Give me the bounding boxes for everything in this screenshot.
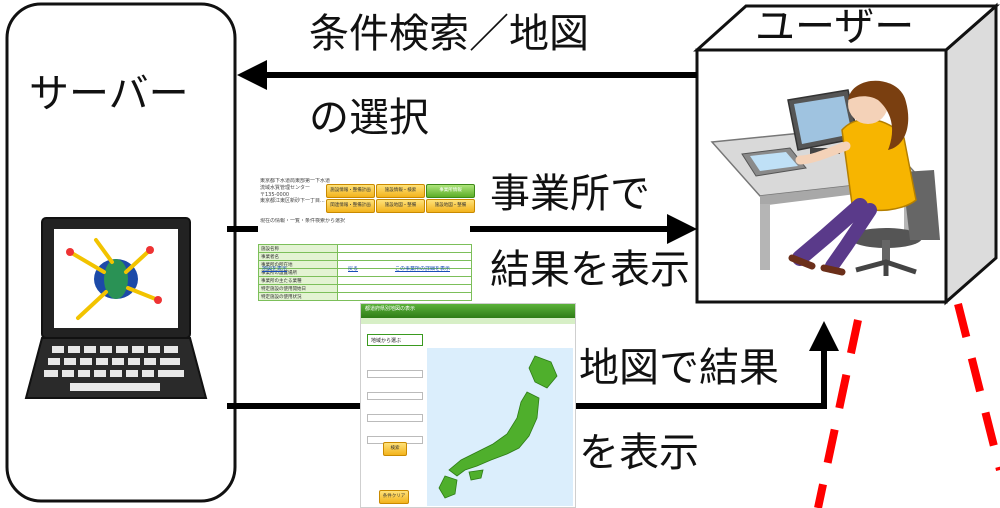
- office-header-line: 流域水質管理センター: [260, 184, 311, 191]
- office-button[interactable]: 施設地図・整備: [426, 199, 475, 213]
- search-flow-label-1: 条件検索／地図: [309, 11, 589, 57]
- map-search-button[interactable]: 検索: [383, 442, 407, 456]
- map-title: 都道府県別地図の表示: [365, 306, 416, 312]
- office-link-right[interactable]: この事業所の詳細を表示: [395, 266, 451, 272]
- arrow-map: [576, 321, 839, 409]
- table-row: 特定施設の使用状況: [258, 292, 472, 301]
- cube-side: [944, 2, 998, 306]
- table-value: [337, 292, 472, 301]
- office-button[interactable]: 施設地図・整備: [376, 199, 425, 213]
- filter-row[interactable]: [367, 414, 423, 422]
- table-value: [337, 252, 472, 261]
- office-info-table: 施設名称 事業者名 事業所の所在地 事業所の設置場所 事業所の主たる業種 特定施…: [258, 244, 472, 301]
- map-filter-rows: [367, 360, 423, 444]
- filter-row[interactable]: [367, 370, 423, 378]
- office-header-line: 〒135-0000: [260, 191, 290, 198]
- office-header-line: 東京都江東区新砂下一丁目...: [260, 198, 325, 205]
- table-row: 事業所の主たる業種: [258, 276, 472, 285]
- map-nav-bar: [361, 318, 575, 324]
- office-worker-illustration: [710, 80, 940, 276]
- table-row: 施設名称: [258, 244, 472, 253]
- table-key: 特定施設の使用開始日: [258, 284, 338, 293]
- office-header-line: 東京都下水道局東部第一下水道事務所: [260, 178, 330, 184]
- office-button[interactable]: 関連情報・整備計画: [326, 199, 375, 213]
- dashed-line-left: [814, 319, 862, 508]
- table-key: 特定施設の使用状況: [258, 292, 338, 301]
- office-button[interactable]: 施設情報・整備計画: [326, 184, 375, 198]
- map-result-screenshot: 都道府県別地図の表示 地域から選ぶ 検索 条件クリア: [360, 303, 576, 508]
- office-flow-label-1: 事業所で: [490, 171, 650, 217]
- japan-map: [427, 348, 573, 506]
- table-row: 特定施設の使用開始日: [258, 284, 472, 293]
- search-flow-label-2: の選択: [309, 95, 429, 141]
- table-key: 施設名称: [258, 244, 338, 253]
- office-button[interactable]: 事業所情報: [426, 184, 475, 198]
- table-key: 事業者名: [258, 252, 338, 261]
- office-flow-label-2: 結果を表示: [490, 247, 690, 293]
- laptop-icon: [24, 217, 208, 399]
- map-flow-label-2: を表示: [579, 430, 699, 476]
- dashed-line-right: [954, 303, 1000, 471]
- map-flow-label-1: 地図で結果: [579, 345, 779, 391]
- server-label: サーバー: [29, 71, 189, 117]
- office-button[interactable]: 施設情報・検索: [376, 184, 425, 198]
- map-clear-button[interactable]: 条件クリア: [379, 490, 409, 504]
- table-key: 事業所の主たる業種: [258, 276, 338, 285]
- office-link-left-visible[interactable]: 地図を表示: [262, 266, 288, 272]
- office-result-screenshot: 東京都下水道局東部第一下水道事務所 流域水質管理センター 〒135-0000 東…: [258, 176, 475, 301]
- map-section-label: 地域から選ぶ: [371, 338, 402, 344]
- office-header: 東京都下水道局東部第一下水道事務所 流域水質管理センター 〒135-0000 東…: [260, 178, 330, 205]
- office-link-mid[interactable]: 戻る: [348, 266, 359, 272]
- map-header-bar: 都道府県別地図の表示: [361, 304, 575, 318]
- filter-row[interactable]: [367, 392, 423, 400]
- table-value: [337, 244, 472, 253]
- table-row: 事業者名: [258, 252, 472, 261]
- office-breadcrumb: 現在の情報・一覧・条件検索から選択: [260, 218, 346, 224]
- user-label: ユーザー: [755, 4, 915, 50]
- map-section-box: 地域から選ぶ: [367, 334, 423, 346]
- table-value: [337, 276, 472, 285]
- table-value: [337, 284, 472, 293]
